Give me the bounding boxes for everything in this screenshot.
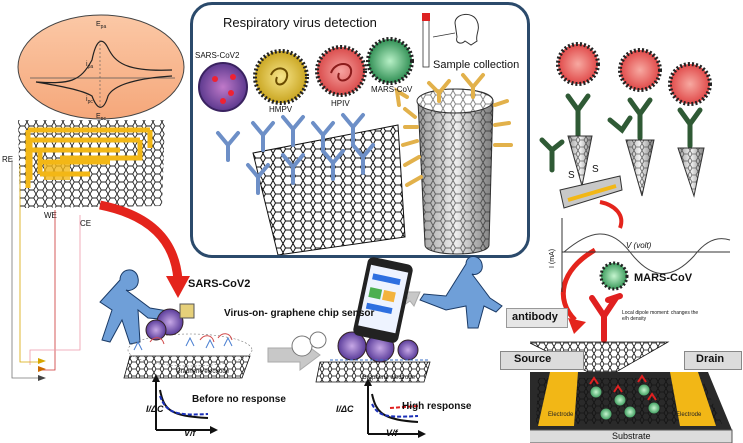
iv-i-axis: I (mA) [549,249,556,268]
cv-epc: Epc [96,113,106,120]
drain-label-box [684,351,742,370]
graphene-sheet [253,125,405,255]
mars-cov-right-label: MARS-CoV [634,272,693,284]
iv-graph [561,218,731,292]
smartphone-icon [353,257,413,343]
y-axis-label-left: I/ΔC [146,404,164,414]
fet-s-left: S [568,170,575,181]
device-electrode-left: Electrode [548,412,574,418]
x-axis-label-right: V/f [386,428,398,438]
source-label: Source [514,353,552,365]
hmpv-virus [253,49,309,105]
virus-label-mars: MARS-CoV [371,85,413,94]
source-label-box [500,351,584,370]
source-electrode [538,372,578,426]
red-viruses [556,42,712,106]
virus-label-hpiv: HPIV [331,99,350,108]
fet-sensor-scene: S S I (mA) V (volt) [530,42,733,443]
sars-cov2-label: SARS-CoV2 [188,278,251,290]
fet-s-right: S [592,164,599,175]
plot-before [152,374,218,434]
y-axis-label-right: I/ΔC [336,404,354,414]
left-graphene-electrode [124,356,250,378]
sample-tube [422,18,430,68]
sample-collection-label: Sample collection [433,59,520,71]
mars-cov-virus-right [599,261,629,291]
right-graphene-electrode [316,362,430,382]
antibody-label-box [506,308,568,328]
arrow-fet-to-graph [599,200,624,229]
virus-label-sars: SARS-CoV2 [195,51,240,60]
graphene-chip-scene [99,256,503,438]
substrate-block [530,429,733,443]
drain-electrode [670,372,716,426]
device-electrode-right: Electrode [676,412,702,418]
cv-ipa: ipa [86,61,93,70]
hpiv-virus [315,45,367,97]
bound-viruses [589,383,661,421]
green-antibodies [539,93,703,173]
cv-ipc: ipc [86,96,93,105]
gold-antibodies [394,73,513,187]
plot-after [364,378,426,438]
panel-title: Respiratory virus detection [223,15,377,30]
we-pad [44,160,70,180]
drain-label: Drain [696,353,725,365]
arrow-graph-to-device [560,247,597,322]
cv-curve [35,40,173,108]
cv-epa: Epa [96,21,106,30]
chip-sensor-label: Virus-on- graphene chip sensor [224,308,375,319]
center-panel: Respiratory virus detection Sample colle… [190,2,530,258]
virus-label-hmpv: HMPV [269,105,293,114]
person-left-icon [99,269,175,345]
re-label: RE [2,155,13,164]
right-electrode-label: Graphene electrode [362,375,416,381]
left-electrode-label: Graphene electrode [176,369,230,375]
patient-head-icon [454,14,479,46]
wires [11,160,81,381]
nanotubes [567,135,705,198]
mars-cov-virus [366,37,414,85]
iv-v-axis: V (volt) [626,241,652,250]
ce-label: CE [80,219,91,228]
x-axis-label-left: V/f [184,428,196,438]
after-label: High response [402,401,472,412]
cv-panel: Epa ipa ipc Epc [17,14,185,120]
antibody-label: antibody [512,311,558,323]
substrate-label: Substrate [612,431,651,441]
blue-antibodies [216,113,375,195]
arrow-electrode-to-sensor [99,200,183,281]
dipole-note: Local dipole moment: changes the e/h den… [622,310,699,322]
we-label: WE [44,211,57,220]
before-label: Before no response [192,394,286,405]
person-right-icon [419,256,503,329]
cv-ellipse [17,14,185,120]
red-antibody [589,293,623,343]
electrode-chip: RE WE CE [2,120,165,228]
middle-virus-cluster [291,331,327,357]
